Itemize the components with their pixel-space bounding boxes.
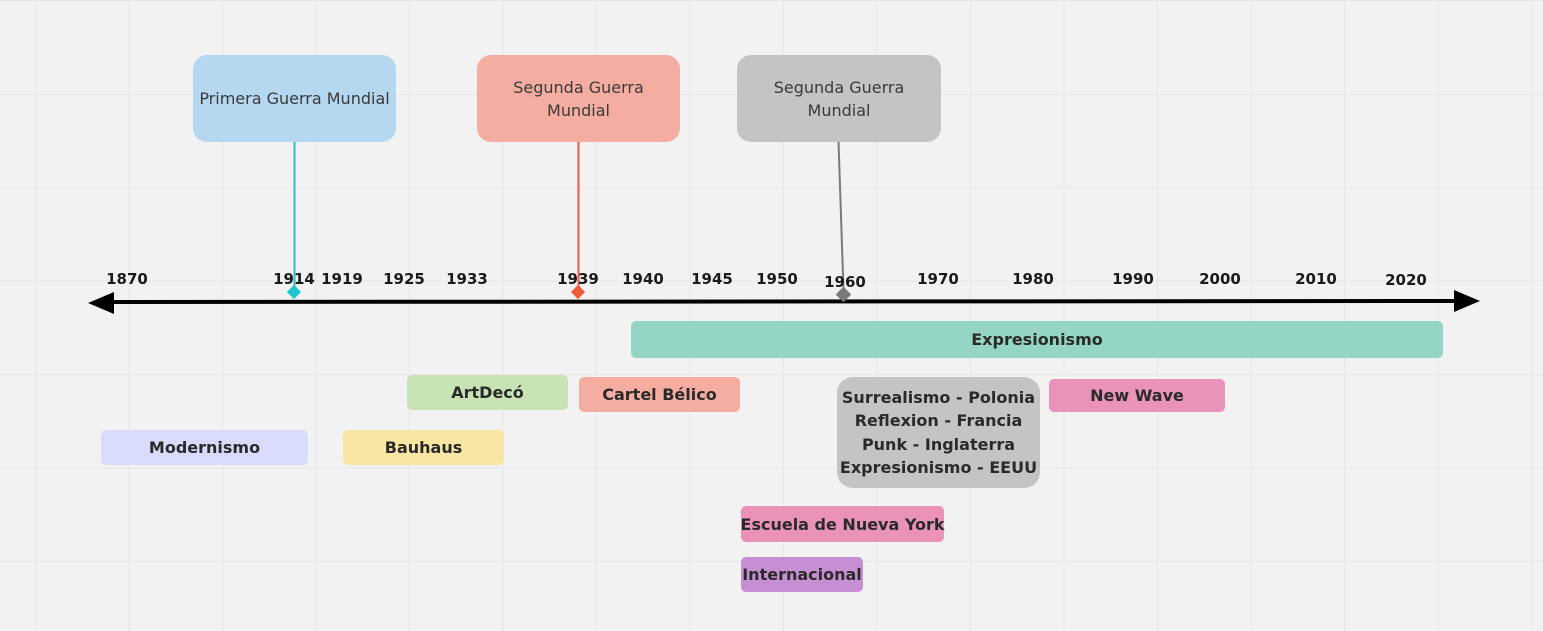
period-modernismo[interactable]: Modernismo	[101, 430, 308, 465]
year-label: 2010	[1295, 270, 1337, 288]
period-label: Bauhaus	[384, 438, 463, 457]
year-label: 1870	[106, 270, 148, 288]
period-cartel-belico[interactable]: Cartel Bélico	[579, 377, 740, 412]
period-line: Reflexion - Francia	[854, 411, 1023, 430]
period-label: Expresionismo	[971, 330, 1103, 349]
period-line: Surrealismo - Polonia	[841, 387, 1036, 407]
year-label: 2020	[1385, 271, 1427, 289]
year-label: 1945	[691, 270, 733, 288]
year-label: 1914	[273, 270, 315, 288]
axis-arrow-right-icon	[1454, 290, 1480, 312]
year-label: 1939	[557, 270, 599, 288]
year-label: 1960	[824, 273, 866, 291]
year-label: 1950	[756, 270, 798, 288]
period-expresionismo[interactable]: Expresionismo	[631, 321, 1443, 358]
period-line: Expresionismo - EEUU	[839, 458, 1038, 477]
period-internacional[interactable]: Internacional	[741, 557, 863, 592]
event-primera-guerra-mundial[interactable]: Primera Guerra Mundial	[193, 55, 396, 142]
year-label: 1919	[321, 270, 363, 288]
period-movimientos-1960[interactable]: Surrealismo - Polonia Reflexion - Franci…	[837, 377, 1040, 488]
year-label: 1933	[446, 270, 488, 288]
year-label: 1925	[383, 270, 425, 288]
event-segunda-guerra-mundial[interactable]: Segunda Guerra Mundial	[477, 55, 680, 142]
period-label-multiline: Surrealismo - Polonia Reflexion - Franci…	[840, 386, 1037, 480]
period-label: New Wave	[1090, 386, 1184, 405]
event-segunda-guerra-mundial-gray[interactable]: Segunda Guerra Mundial	[737, 55, 941, 142]
marker-diamond-1939-icon[interactable]	[570, 284, 586, 300]
period-bauhaus[interactable]: Bauhaus	[343, 430, 504, 465]
year-label: 1970	[917, 270, 959, 288]
period-label: ArtDecó	[451, 383, 524, 402]
marker-diamond-1914-icon[interactable]	[286, 284, 302, 300]
year-label: 1940	[622, 270, 664, 288]
year-label: 2000	[1199, 270, 1241, 288]
timeline-axis-line	[99, 299, 1469, 304]
period-label: Cartel Bélico	[602, 385, 717, 404]
event-label: Segunda Guerra Mundial	[513, 77, 644, 120]
event-label: Segunda Guerra Mundial	[773, 77, 905, 120]
period-new-wave[interactable]: New Wave	[1049, 379, 1225, 412]
period-label: Escuela de Nueva York	[740, 514, 945, 534]
period-line: Punk - Inglaterra	[861, 434, 1016, 454]
period-artdeco[interactable]: ArtDecó	[407, 375, 568, 410]
year-label: 1980	[1012, 270, 1054, 288]
period-escuela-de-nueva-york[interactable]: Escuela de Nueva York	[740, 506, 945, 542]
event-label: Primera Guerra Mundial	[199, 89, 390, 108]
axis-arrow-left-icon	[88, 292, 114, 314]
connector-segunda-guerra-2	[837, 141, 845, 291]
year-label: 1990	[1112, 270, 1154, 288]
period-label: Modernismo	[148, 438, 261, 457]
period-label: Internacional	[742, 565, 862, 584]
